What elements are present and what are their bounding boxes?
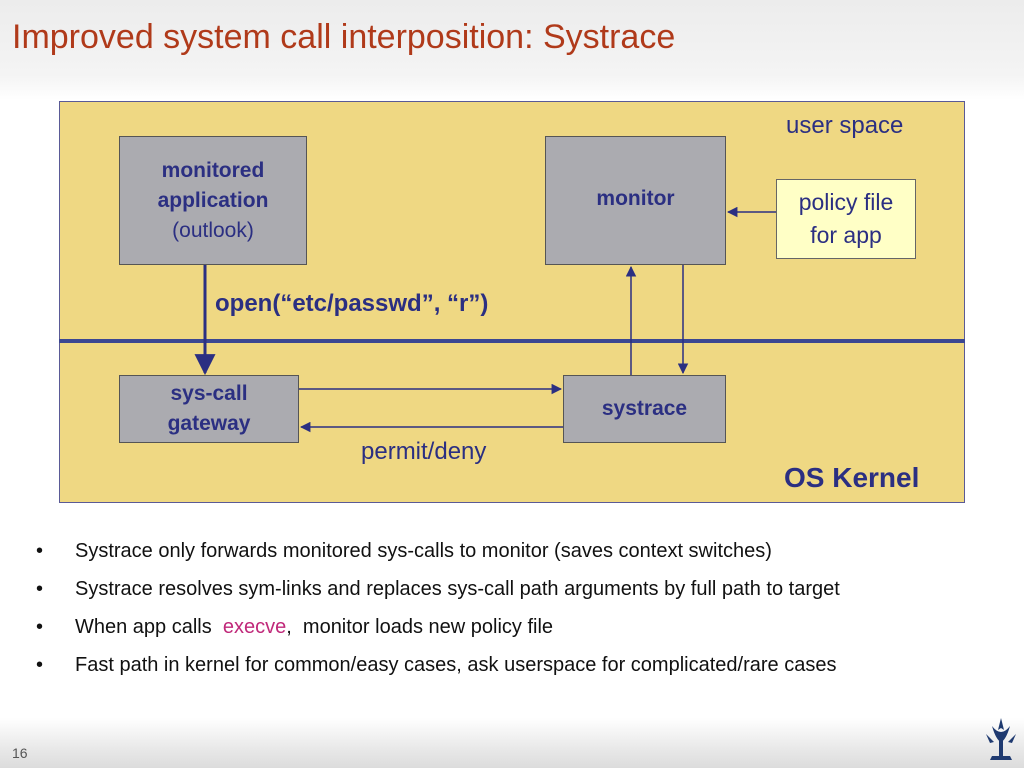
user-space-label: user space: [786, 112, 904, 139]
monitored-application-line3: (outlook): [172, 218, 254, 242]
bullet-item: • Fast path in kernel for common/easy ca…: [36, 650, 996, 680]
bullet-item: • Systrace resolves sym-links and replac…: [36, 574, 996, 604]
syscall-gateway-line1: sys-call: [170, 382, 248, 405]
footer-band: [0, 718, 1024, 768]
slide-title: Improved system call interposition: Syst…: [12, 18, 676, 56]
policy-file-box: policy file for app: [776, 179, 916, 259]
permit-deny-label: permit/deny: [361, 438, 487, 465]
systrace-label: systrace: [601, 397, 688, 420]
monitor-box: monitor: [545, 136, 726, 265]
monitored-application-line2: application: [157, 188, 269, 212]
kernel-boundary-line: [59, 339, 965, 343]
monitored-application-box: monitored application (outlook): [119, 136, 307, 265]
monitor-label: monitor: [596, 187, 675, 210]
page-number: 16: [12, 745, 28, 761]
bullet-marker: •: [36, 578, 44, 600]
open-call-label: open(“etc/passwd”, “r”): [215, 290, 489, 317]
title-band: [0, 0, 1024, 100]
bullet-text-after: , monitor loads new policy file: [286, 616, 554, 638]
policy-file-line1: policy file: [798, 189, 894, 215]
bullet-text-before: When app calls: [75, 616, 223, 638]
bullet-item: • Systrace only forwards monitored sys-c…: [36, 536, 996, 566]
bullet-marker: •: [36, 616, 44, 638]
syscall-gateway-line2: gateway: [167, 412, 251, 435]
syscall-gateway-box: sys-call gateway: [119, 375, 299, 443]
bullet-text: Fast path in kernel for common/easy case…: [75, 654, 837, 676]
systrace-box: systrace: [563, 375, 726, 443]
bullet-text: Systrace resolves sym-links and replaces…: [75, 578, 840, 600]
bullet-marker: •: [36, 540, 44, 562]
policy-file-line2: for app: [810, 222, 882, 248]
bullet-marker: •: [36, 654, 44, 676]
os-kernel-label: OS Kernel: [784, 462, 920, 493]
monitored-application-line1: monitored: [161, 158, 265, 182]
university-emblem-icon: [986, 718, 1016, 760]
bullet-text: Systrace only forwards monitored sys-cal…: [75, 540, 772, 562]
bullet-list: • Systrace only forwards monitored sys-c…: [36, 536, 996, 688]
execve-highlight: execve: [222, 616, 287, 638]
bullet-text: When app calls execve, monitor loads new…: [75, 612, 996, 642]
bullet-item: • When app calls execve, monitor loads n…: [36, 612, 996, 642]
